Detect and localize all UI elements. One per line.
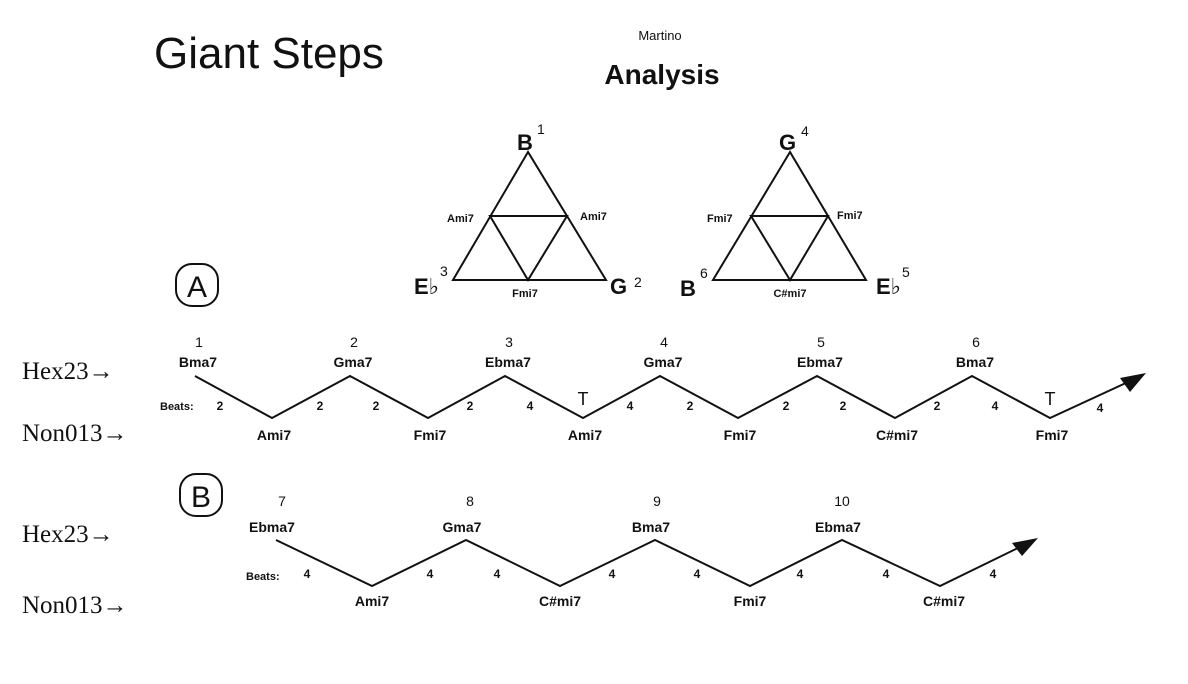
t-mark: T bbox=[1045, 389, 1056, 409]
measure-number: 8 bbox=[466, 493, 474, 509]
peak-chord: Ebma7 bbox=[815, 519, 861, 535]
valley-chord: Ami7 bbox=[355, 593, 389, 609]
valley-chord: Fmi7 bbox=[414, 427, 447, 443]
hex23-label-a: Hex23→ bbox=[22, 358, 114, 385]
beat-count: 4 bbox=[304, 567, 311, 581]
triangle-mid-right-chord: Ami7 bbox=[580, 211, 607, 223]
zigzag-line bbox=[194, 374, 1129, 420]
triangle-left-note: B bbox=[680, 276, 696, 301]
measure-number: 1 bbox=[195, 334, 203, 350]
triangle-left-num: 6 bbox=[700, 265, 708, 281]
non013-label-a: Non013→ bbox=[22, 420, 128, 447]
beat-count: 2 bbox=[373, 399, 380, 413]
peak-chord: Bma7 bbox=[179, 354, 217, 370]
peak-chord: Bma7 bbox=[956, 354, 994, 370]
beat-count: 2 bbox=[217, 399, 224, 413]
triangle-top-note: B bbox=[517, 130, 533, 155]
valley-chord: C#mi7 bbox=[876, 427, 918, 443]
beat-count: 4 bbox=[883, 567, 890, 581]
section-b-badge: B bbox=[179, 473, 223, 517]
beat-count: 4 bbox=[609, 567, 616, 581]
section-letter: B bbox=[191, 481, 211, 514]
beat-count: 2 bbox=[934, 399, 941, 413]
t-mark: T bbox=[578, 389, 589, 409]
hex23-label-b: Hex23→ bbox=[22, 521, 114, 548]
triangle-mid-bottom-chord: C#mi7 bbox=[773, 288, 806, 300]
section-a-badge: A bbox=[175, 263, 219, 307]
beats-label: Beats: bbox=[160, 401, 194, 413]
section-badge-frame bbox=[175, 263, 219, 307]
triangle-left-note: E♭ bbox=[414, 274, 439, 299]
measure-number: 4 bbox=[660, 334, 668, 350]
peak-chord: Gma7 bbox=[443, 519, 482, 535]
valley-chord: Ami7 bbox=[257, 427, 291, 443]
beats-label: Beats: bbox=[246, 571, 280, 583]
valley-chord: Fmi7 bbox=[1036, 427, 1069, 443]
triangle-right-note: G bbox=[610, 274, 627, 299]
peak-chord: Bma7 bbox=[632, 519, 670, 535]
triangle-diagram-2: G 4 B 6 E♭ 5 Fmi7 Fmi7 C#mi7 bbox=[680, 123, 910, 301]
peak-chord: Ebma7 bbox=[485, 354, 531, 370]
beat-count: 4 bbox=[1097, 401, 1104, 415]
beat-count: 4 bbox=[494, 567, 501, 581]
triangle-right-num: 5 bbox=[902, 264, 910, 280]
valley-chord: C#mi7 bbox=[539, 593, 581, 609]
inner-triangle bbox=[749, 215, 830, 282]
beat-count: 2 bbox=[783, 399, 790, 413]
triangle-left-num: 3 bbox=[440, 263, 448, 279]
measure-number: 6 bbox=[972, 334, 980, 350]
beat-count: 2 bbox=[840, 399, 847, 413]
beat-count: 4 bbox=[527, 399, 534, 413]
triangle-mid-left-chord: Ami7 bbox=[447, 213, 474, 225]
valley-chord: Fmi7 bbox=[724, 427, 757, 443]
measure-number: 7 bbox=[278, 493, 286, 509]
peak-chord: Ebma7 bbox=[249, 519, 295, 535]
arrowhead bbox=[1120, 373, 1146, 392]
triangle-top-num: 1 bbox=[537, 121, 545, 137]
inner-triangle bbox=[488, 215, 569, 282]
valley-chord: Fmi7 bbox=[734, 593, 767, 609]
section-badge-frame bbox=[179, 473, 223, 517]
zigzag-line bbox=[275, 538, 1023, 588]
author-label: Martino bbox=[638, 28, 681, 43]
arrowhead bbox=[1012, 538, 1038, 556]
measure-number: 9 bbox=[653, 493, 661, 509]
triangle-diagram-1: B 1 E♭ 3 G 2 Ami7 Ami7 Fmi7 bbox=[414, 121, 642, 300]
triangle-mid-right-chord: Fmi7 bbox=[837, 210, 863, 222]
triangle-top-note: G bbox=[779, 130, 796, 155]
beat-count: 4 bbox=[694, 567, 701, 581]
beat-count: 4 bbox=[990, 567, 997, 581]
triangle-mid-left-chord: Fmi7 bbox=[707, 213, 733, 225]
valley-chord: C#mi7 bbox=[923, 593, 965, 609]
progression-a: Beats: 1Bma72Gma73Ebma74Gma75Ebma76Bma7A… bbox=[160, 334, 1146, 443]
beat-count: 2 bbox=[467, 399, 474, 413]
triangle-right-num: 2 bbox=[634, 274, 642, 290]
triangle-mid-bottom-chord: Fmi7 bbox=[512, 288, 538, 300]
beat-count: 4 bbox=[427, 567, 434, 581]
beat-count: 2 bbox=[687, 399, 694, 413]
peak-chord: Gma7 bbox=[644, 354, 683, 370]
measure-number: 5 bbox=[817, 334, 825, 350]
measure-number: 10 bbox=[834, 493, 850, 509]
triangle-right-note: E♭ bbox=[876, 274, 901, 299]
valley-chord: Ami7 bbox=[568, 427, 602, 443]
section-letter: A bbox=[187, 271, 207, 304]
beat-count: 4 bbox=[992, 399, 999, 413]
triangle-top-num: 4 bbox=[801, 123, 809, 139]
peak-chord: Ebma7 bbox=[797, 354, 843, 370]
measure-number: 2 bbox=[350, 334, 358, 350]
non013-label-b: Non013→ bbox=[22, 592, 128, 619]
beat-count: 4 bbox=[797, 567, 804, 581]
page-title: Giant Steps bbox=[154, 29, 384, 78]
beat-count: 4 bbox=[627, 399, 634, 413]
beat-count: 2 bbox=[317, 399, 324, 413]
measure-number: 3 bbox=[505, 334, 513, 350]
peak-chord: Gma7 bbox=[334, 354, 373, 370]
subtitle-label: Analysis bbox=[604, 59, 719, 90]
